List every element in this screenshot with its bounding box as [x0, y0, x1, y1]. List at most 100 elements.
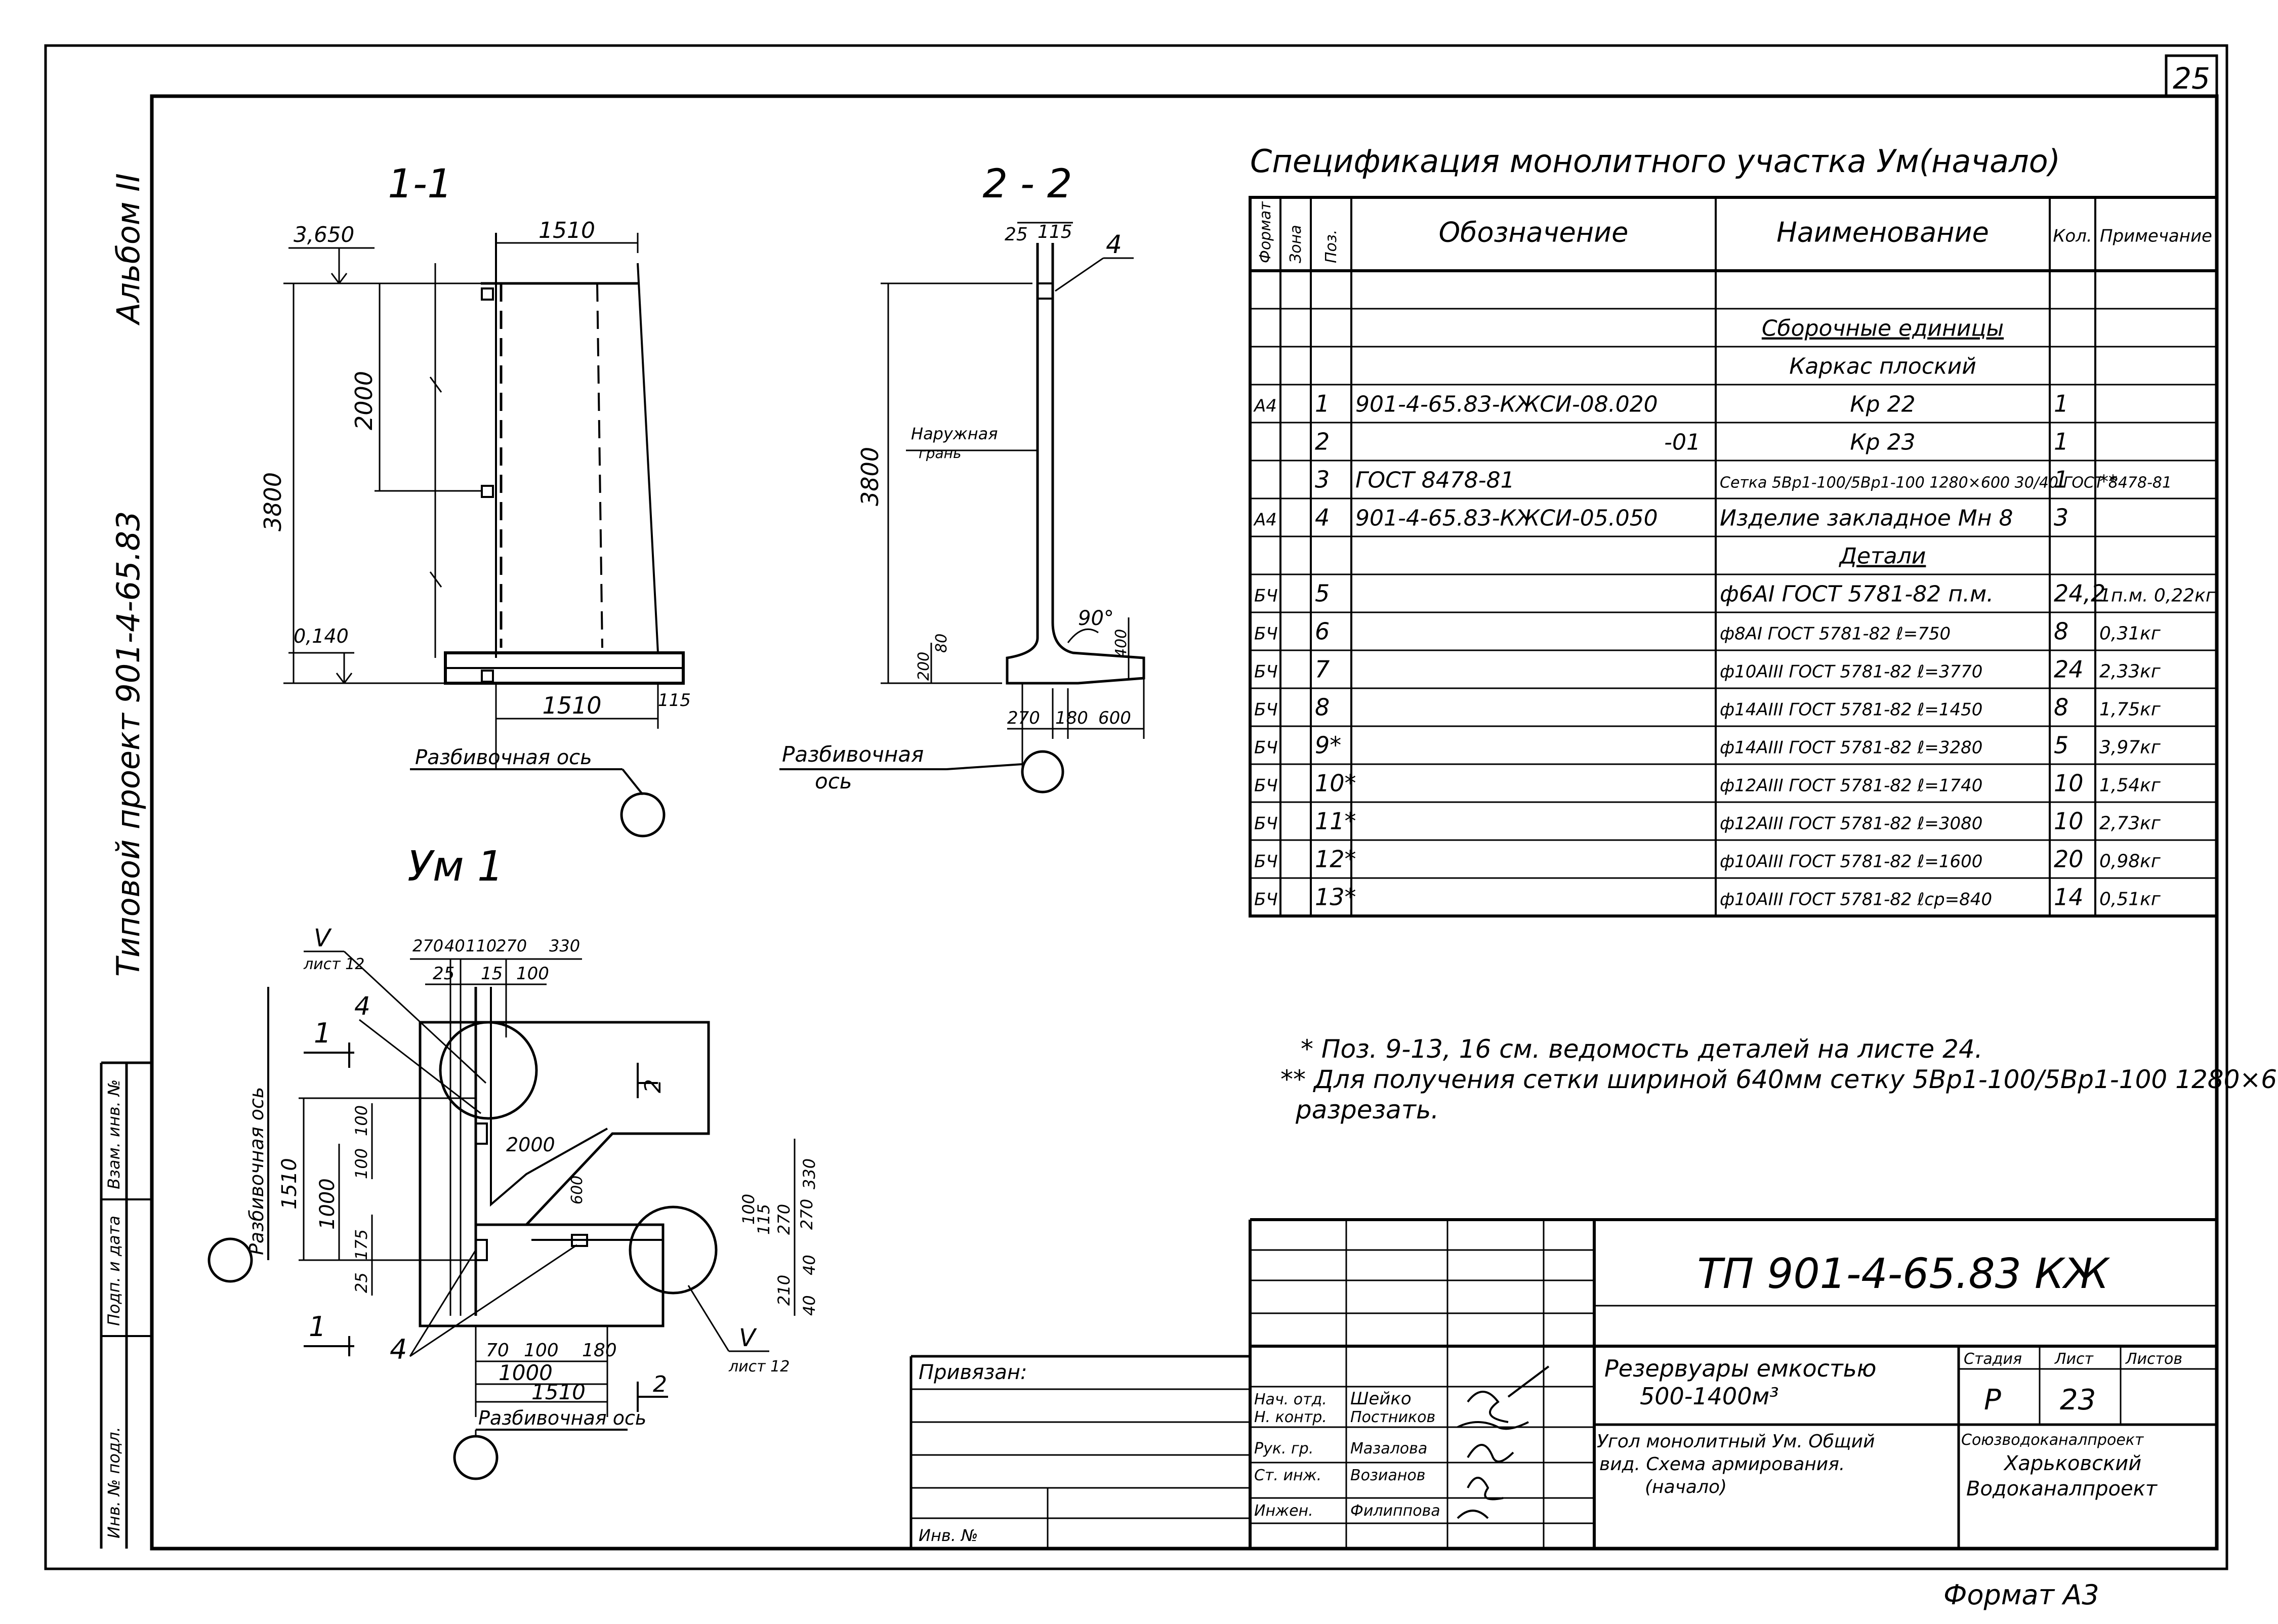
s11-dim-top: 1510 — [539, 218, 595, 243]
stamp-field-inv: Инв. № подл. — [104, 1427, 123, 1538]
plan-dim-top2-1: 15 — [481, 964, 503, 984]
s22-pos-label: 4 — [1106, 230, 1122, 259]
plan-dim-right-0: 330 — [800, 1158, 819, 1189]
object-line-1: Резервуары емкостью — [1604, 1355, 1877, 1382]
spec-cell: ф14АІІІ ГОСТ 5781-82 ℓ=3280 — [1720, 738, 1982, 758]
plan-title: Ум 1 — [407, 843, 504, 891]
plan-dim-left-1: 1000 — [316, 1178, 339, 1230]
section-1-1: 1-1 1510 3,650 0,140 3800 — [259, 161, 691, 838]
spec-cell: БЧ — [1254, 890, 1278, 910]
spec-table: Спецификация монолитного участка Ум(нача… — [1249, 143, 2218, 918]
s22-dim-bottom-b: 180 — [1055, 708, 1088, 728]
stage-label: Стадия — [1964, 1350, 2022, 1368]
spec-cell: 10 — [2054, 770, 2084, 797]
plan-view-sheet: лист 12 — [303, 955, 364, 973]
plan-view-mark: V — [314, 924, 332, 952]
spec-cell: Изделие закладное Мн 8 — [1720, 506, 2013, 531]
plan-pos-label-top: 4 — [354, 991, 370, 1021]
spec-cell: 0,98кг — [2099, 851, 2161, 872]
name-0: Шейко — [1350, 1389, 1412, 1409]
s22-face-label-1: Наружная — [911, 424, 998, 443]
s22-angle: 90° — [1078, 607, 1114, 630]
s22-axis-label-1: Разбивочная — [782, 742, 924, 767]
plan-dim-inner-0: 2000 — [506, 1134, 555, 1156]
spec-cell: 8 — [2054, 618, 2068, 645]
plan-dim-top-0: 270 — [412, 936, 443, 955]
role-4: Инжен. — [1254, 1502, 1313, 1520]
role-2: Рук. гр. — [1254, 1440, 1313, 1458]
plan-dim-inner-1: 600 — [568, 1176, 586, 1204]
spec-cell: ф14АІІІ ГОСТ 5781-82 ℓ=1450 — [1720, 700, 1982, 720]
org-3: Водоканалпроект — [1966, 1477, 2158, 1501]
spec-cell: БЧ — [1254, 700, 1278, 720]
s11-dim-bottom: 1510 — [542, 692, 601, 719]
spec-cell: ф12АІІІ ГОСТ 5781-82 ℓ=3080 — [1720, 814, 1982, 834]
s11-mark-top: 3,650 — [294, 222, 354, 247]
spec-cell: 1 — [2054, 390, 2068, 418]
s11-dim-mid: 2000 — [350, 371, 378, 430]
spec-cell: 24 — [2054, 656, 2084, 683]
spec-header: Поз. — [1322, 230, 1340, 263]
plan-axis-label-vertical: Разбивочная ось — [245, 1087, 268, 1255]
spec-cell: БЧ — [1254, 624, 1278, 644]
s22-dim-top-b: 115 — [1038, 222, 1072, 242]
s22-face-label-2: грань — [919, 445, 961, 462]
outer-frame — [44, 44, 2228, 1570]
spec-cell: 1,54кг — [2099, 775, 2161, 796]
plan-dim-top-4: 330 — [549, 936, 580, 955]
plan-dim-left-0: 1510 — [278, 1158, 301, 1210]
spec-cell: ф12АІІІ ГОСТ 5781-82 ℓ=1740 — [1720, 776, 1982, 796]
section-1-1-title: 1-1 — [388, 161, 452, 207]
spec-cell: ф10АІІІ ГОСТ 5781-82 ℓср=840 — [1720, 890, 1992, 910]
s22-axis-bubble — [1021, 750, 1064, 794]
project-label: Типовой проект 901-4-65.83 — [110, 511, 147, 977]
title-block: ТП 901-4-65.83 КЖ Привязан: Инв. № Нач. … — [909, 1218, 2217, 1549]
note-2: ** Для получения сетки шириной 640мм сет… — [1280, 1065, 2278, 1094]
plan-um1: Ум 1 V лист 12 270 40 110 270 330 25 15 … — [208, 843, 819, 1480]
sheet-name-1: Угол монолитный Ум. Общий — [1597, 1431, 1875, 1452]
role-1: Н. контр. — [1254, 1408, 1327, 1426]
name-3: Возианов — [1350, 1467, 1425, 1484]
spec-cell: 901-4-65.83-КЖСИ-08.020 — [1355, 392, 1658, 418]
s22-axis-label-2: ось — [815, 769, 852, 794]
signature-scribbles — [1457, 1365, 1550, 1519]
plan-dim-top2-0: 25 — [433, 964, 454, 984]
s11-mark-bottom: 0,140 — [294, 625, 349, 647]
spec-cell: 6 — [1315, 618, 1330, 645]
album-label: Альбом ІІ — [110, 173, 147, 326]
plan-dim-right-2: 115 — [754, 1204, 773, 1235]
s11-axis-label: Разбивочная ось — [415, 746, 592, 769]
spec-cell: ф10АІІІ ГОСТ 5781-82 ℓ=1600 — [1720, 852, 1982, 872]
spec-cell: БЧ — [1254, 852, 1278, 872]
doc-code: ТП 901-4-65.83 КЖ — [1697, 1250, 2110, 1298]
s11-dim-height: 3800 — [259, 472, 286, 531]
org-1: Союзводоканалпроект — [1961, 1431, 2144, 1449]
spec-cell: 3 — [1315, 466, 1330, 493]
section-2-2: 2 - 2 270 180 600 25 115 4 3800 Наружная… — [779, 161, 1145, 794]
s22-dim-bottom-c: 600 — [1098, 708, 1131, 728]
spec-header: Формат — [1257, 201, 1274, 263]
plan-dim-left-3: 100 — [352, 1148, 371, 1179]
stage-value: Р — [1984, 1384, 2001, 1417]
spec-header: Зона — [1287, 225, 1305, 263]
spec-cell: 20 — [2054, 846, 2084, 873]
spec-cell: 1п.м. 0,22кг — [2099, 586, 2216, 606]
plan-axis-label-bottom: Разбивочная ось — [478, 1407, 646, 1429]
spec-cell: ** — [2099, 472, 2118, 492]
name-2: Мазалова — [1350, 1440, 1427, 1458]
inv-label: Инв. № — [919, 1526, 978, 1545]
side-stamp: Альбом ІІ Типовой проект 901-4-65.83 Инв… — [100, 173, 152, 1549]
plan-section-mark-1-top: 1 — [314, 1017, 331, 1049]
plan-dim-bottom-1: 100 — [524, 1340, 559, 1361]
s11-axis-bubble — [620, 792, 666, 838]
spec-cell: 1 — [1315, 390, 1330, 418]
spec-cell: А4 — [1253, 396, 1277, 417]
s22-dim-left-low2: 80 — [933, 634, 950, 653]
spec-cell: 5 — [1315, 580, 1330, 607]
plan-callout-circle-2 — [629, 1205, 718, 1295]
name-4: Филиппова — [1350, 1502, 1440, 1520]
plan-dim-left-5: 25 — [352, 1272, 371, 1293]
sheet-number-box — [2165, 54, 2218, 98]
spec-cell: 9* — [1315, 732, 1341, 759]
